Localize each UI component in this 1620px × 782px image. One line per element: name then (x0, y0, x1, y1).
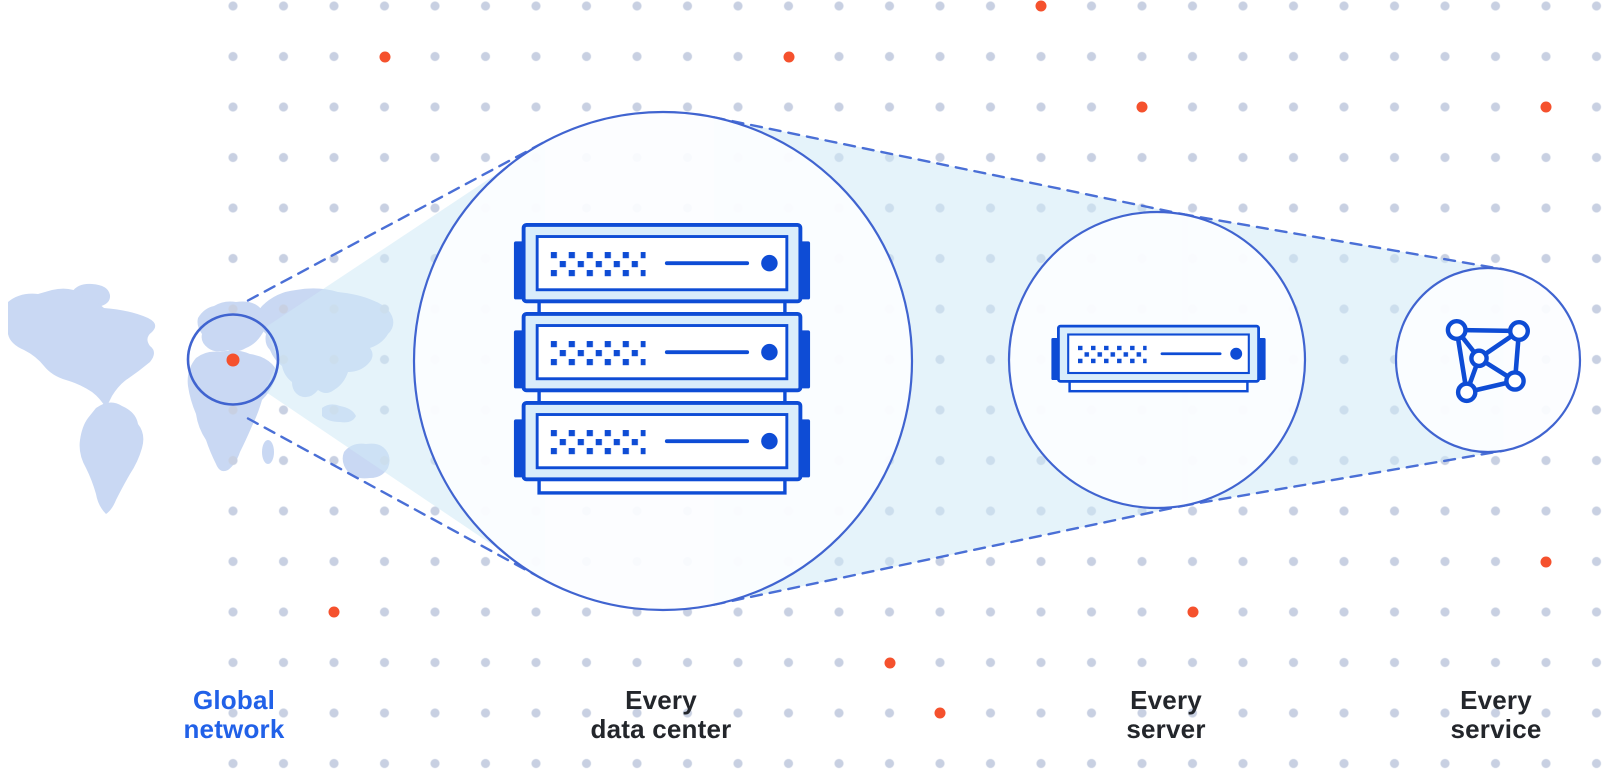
accent-dot (1540, 101, 1552, 113)
magnifier-circle-data-center (412, 110, 914, 612)
accent-dot (884, 657, 895, 668)
zoom-dashed-lines (246, 116, 1505, 606)
accent-dot (1136, 101, 1148, 113)
magnifier-circle-global (186, 313, 280, 406)
accent-dot (934, 707, 946, 719)
label-line: server (1126, 713, 1206, 744)
accent-dot (1187, 606, 1198, 618)
origin-dot (226, 353, 240, 366)
label-line: Every (625, 685, 697, 715)
accent-dot (328, 606, 340, 618)
magnifier-circle-service (1394, 266, 1582, 454)
label-line: Every (1460, 685, 1532, 715)
network-mesh-icon (1445, 319, 1530, 404)
label-global-network: Global network (183, 686, 284, 743)
label-every-service: Every service (1450, 686, 1541, 743)
label-every-server: Every server (1126, 686, 1205, 743)
label-line: network (183, 713, 285, 744)
accent-dot (783, 51, 794, 62)
accent-dot (379, 51, 390, 62)
label-line: Every (1130, 685, 1202, 715)
magnifier-circle-server (1007, 210, 1307, 510)
accent-dot (1035, 0, 1047, 12)
label-line: Global (192, 685, 276, 715)
label-every-data-center: Every data center (591, 686, 732, 743)
accent-dot (1540, 556, 1552, 567)
label-line: data center (590, 713, 732, 744)
label-line: service (1450, 713, 1542, 744)
